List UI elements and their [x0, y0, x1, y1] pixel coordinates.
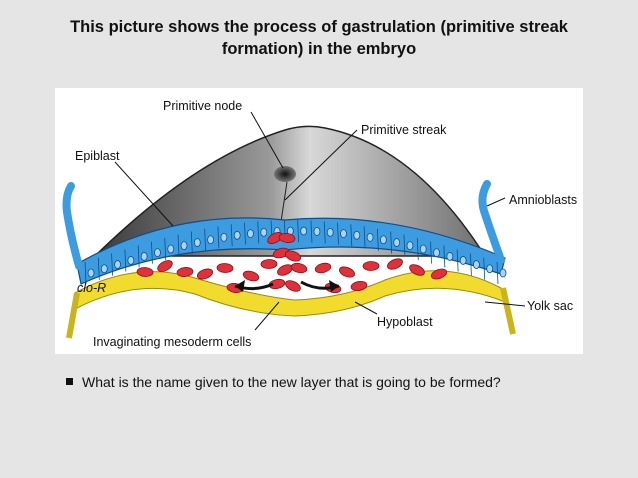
mesoderm-cell — [350, 280, 368, 292]
epiblast-cell-divider — [111, 253, 113, 276]
epiblast-nucleus — [326, 227, 334, 237]
epiblast-nucleus — [353, 230, 361, 240]
label-hypoblast: Hypoblast — [377, 315, 433, 329]
label-epiblast: Epiblast — [75, 149, 120, 163]
epiblast-nucleus — [419, 244, 427, 254]
epiblast-nucleus — [247, 229, 254, 239]
epiblast-nucleus — [459, 256, 467, 265]
mesoderm-cell — [157, 260, 173, 272]
mesoderm-cell — [362, 261, 380, 271]
mesoderm-cell — [277, 264, 293, 276]
epiblast-nucleus — [167, 244, 175, 254]
epiblast-layer — [76, 217, 506, 285]
mesoderm-cell — [242, 270, 260, 282]
mesoderm-cell — [387, 258, 403, 270]
slide-title: This picture shows the process of gastru… — [0, 16, 638, 60]
epiblast-cell-divider — [204, 228, 207, 251]
epiblast-cell-divider — [124, 249, 127, 272]
epiblast-cell-divider — [97, 257, 100, 280]
epiblast-cell-divider — [430, 241, 432, 264]
epiblast-nucleus — [486, 264, 494, 274]
epiblast-nucleus — [180, 241, 188, 251]
epiblast-cell-divider — [217, 226, 220, 249]
epiblast-cell-divider — [84, 261, 87, 285]
title-line-2: formation) in the embryo — [221, 40, 417, 58]
epiblast-nucleus — [406, 241, 414, 251]
mesoderm-cell — [136, 267, 154, 277]
epiblast-cell-divider — [177, 234, 180, 257]
epiblast-cell-divider — [323, 221, 326, 244]
label-yolk-sac: Yolk sac — [527, 299, 573, 313]
label-amnioblasts: Amnioblasts — [509, 193, 577, 207]
mesoderm-cell — [338, 266, 356, 278]
epiblast-nucleus — [140, 252, 148, 261]
epiblast-cell-divider — [164, 237, 167, 261]
epiblast-cell-divider — [244, 222, 246, 245]
diagram-svg: Primitive node Primitive streak Epiblast… — [62, 99, 577, 349]
question-text: What is the name given to the new layer … — [82, 374, 501, 390]
epiblast-cell-divider — [443, 245, 446, 268]
epiblast-cell-divider — [456, 249, 459, 272]
mesoderm-cell — [284, 250, 302, 262]
mesoderm-cell — [216, 263, 234, 273]
mesoderm-cell — [176, 267, 194, 277]
epiblast-cell-divider — [363, 226, 366, 249]
signature: clo-R — [77, 281, 106, 295]
epiblast-cells — [84, 220, 507, 285]
epiblast-cell-divider — [310, 220, 313, 243]
mesoderm-cell — [290, 262, 308, 274]
label-primitive-node: Primitive node — [163, 99, 242, 113]
mesoderm-cell — [409, 264, 425, 276]
epiblast-cell-divider — [297, 220, 300, 243]
epiblast-cell-divider — [483, 257, 486, 280]
bullet-square-icon — [66, 378, 73, 385]
epiblast-nucleus — [499, 268, 507, 278]
question-bullet: What is the name given to the new layer … — [66, 374, 501, 390]
epiblast-cell-divider — [257, 221, 260, 244]
title-line-1: This picture shows the process of gastru… — [70, 18, 568, 36]
epiblast-cell-divider — [416, 237, 419, 261]
epiblast-cell-divider — [190, 231, 193, 254]
epiblast-cell-divider — [337, 222, 339, 245]
epiblast-nucleus — [473, 260, 480, 269]
primitive-node-pit — [274, 166, 296, 182]
label-invaginating-mesoderm: Invaginating mesoderm cells — [93, 335, 251, 349]
mesoderm-cell — [430, 268, 448, 280]
epiblast-nucleus — [379, 235, 387, 245]
epiblast-nucleus — [366, 232, 374, 242]
epiblast-nucleus — [393, 238, 401, 247]
epiblast-nucleus — [446, 252, 454, 261]
epiblast-nucleus — [433, 248, 440, 258]
epiblast-nucleus — [207, 235, 215, 245]
epiblast-nucleus — [87, 268, 95, 278]
mesoderm-cell — [314, 262, 332, 274]
epiblast-nucleus — [193, 238, 201, 247]
epiblast-cell-divider — [137, 245, 140, 268]
epiblast-nucleus — [340, 229, 347, 239]
epiblast-nucleus — [100, 264, 108, 274]
mesoderm-cell — [260, 259, 278, 269]
epiblast-cell-divider — [376, 228, 379, 251]
epiblast-nucleus — [313, 227, 321, 236]
epiblast-cell-divider — [403, 234, 406, 257]
epiblast-nucleus — [233, 230, 241, 240]
amnioblast-cells — [478, 180, 505, 264]
epiblast-cell-divider — [151, 241, 153, 264]
mesoderm-cell — [278, 233, 296, 243]
epiblast-cell-divider — [350, 224, 353, 247]
label-primitive-streak: Primitive streak — [361, 123, 447, 137]
epiblast-nucleus — [260, 227, 268, 237]
epiblast-cell-divider — [496, 261, 499, 285]
gastrulation-diagram: Primitive node Primitive streak Epiblast… — [55, 88, 583, 354]
epiblast-cell-divider — [390, 231, 393, 254]
epiblast-cell-divider — [470, 253, 472, 276]
epiblast-nucleus — [114, 260, 121, 269]
mesoderm-cell — [196, 268, 214, 280]
epiblast-nucleus — [154, 248, 161, 258]
epiblast-nucleus — [127, 256, 135, 265]
epiblast-nucleus — [300, 226, 308, 236]
mesoderm-cell — [285, 280, 301, 292]
epiblast-nucleus — [220, 232, 228, 242]
epiblast-cell-divider — [230, 224, 233, 247]
